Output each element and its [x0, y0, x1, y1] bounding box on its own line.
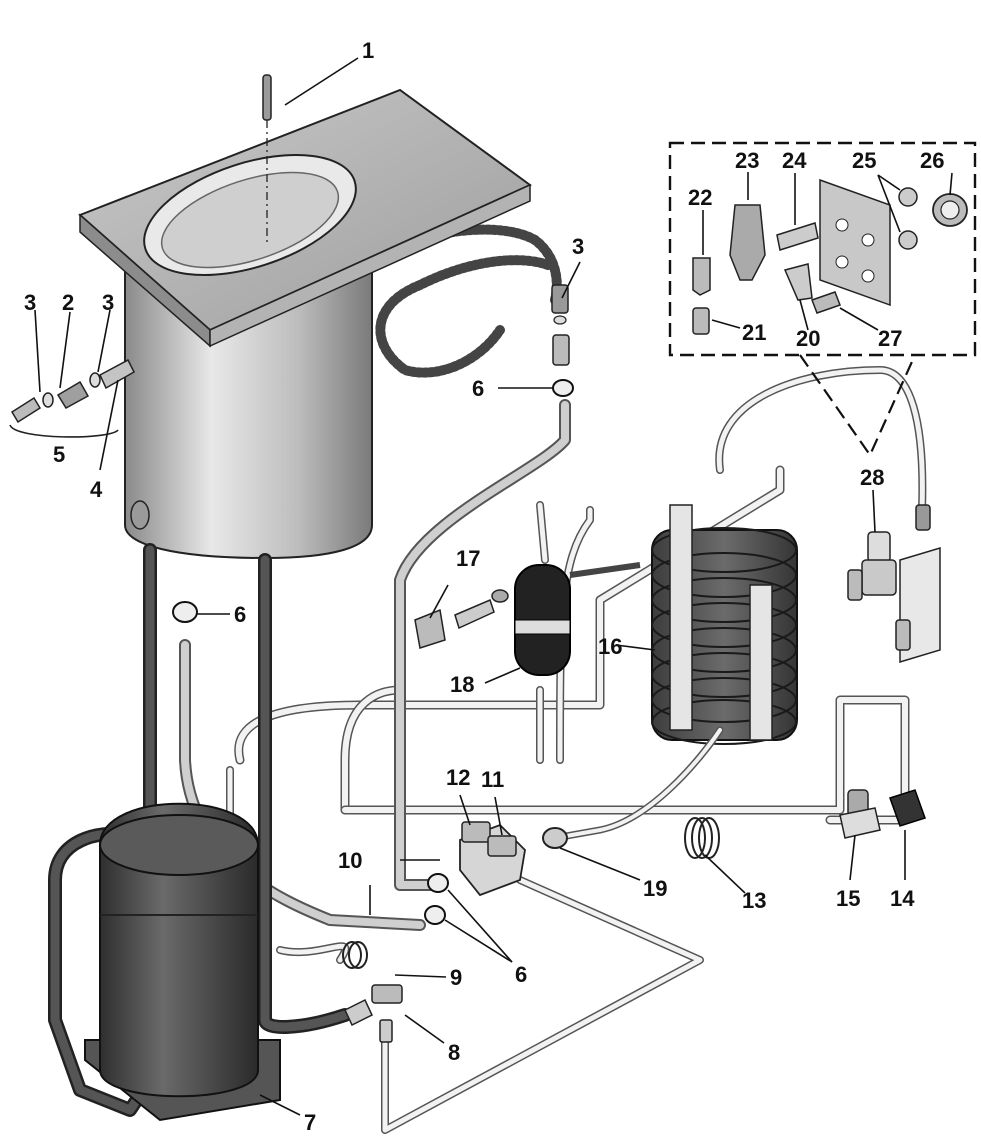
- filter-drier-18: [514, 562, 641, 676]
- callout-8: 8: [448, 1040, 460, 1065]
- kit-box: [668, 141, 977, 458]
- service-tee-8: [344, 984, 403, 1043]
- callout-22: 22: [688, 185, 712, 210]
- callouts: 1 3 2 3 5 4 3 6 6 17 18 16 28 12 11 10 1…: [24, 38, 944, 1135]
- callout-11: 11: [481, 767, 504, 792]
- callout-16: 16: [598, 634, 622, 659]
- callout-12: 12: [446, 765, 470, 790]
- capillary-coil-9: [342, 941, 368, 969]
- water-valve-11-12: [459, 821, 526, 897]
- capillary-coil-13: [542, 726, 724, 859]
- callout-27: 27: [878, 326, 902, 351]
- switch-15: [839, 789, 881, 839]
- callout-23: 23: [735, 148, 759, 173]
- callout-7: 7: [304, 1110, 316, 1135]
- ice-bin-tank: [78, 88, 532, 560]
- refrigerant-lines: [226, 366, 927, 1134]
- hose-clamps-6: [172, 379, 574, 925]
- callout-15: 15: [836, 886, 860, 911]
- compressor-7: [84, 802, 281, 1122]
- callout-9: 9: [450, 965, 462, 990]
- callout-3-mid: 3: [102, 290, 114, 315]
- callout-13: 13: [742, 888, 766, 913]
- leader-lines: [34, 57, 953, 1116]
- callout-21: 21: [742, 320, 766, 345]
- callout-10: 10: [338, 848, 362, 873]
- callout-2: 2: [62, 290, 74, 315]
- condenser-coil-16: [651, 504, 798, 745]
- drain-pin-1: [262, 74, 272, 245]
- callout-14: 14: [890, 886, 915, 911]
- callout-17: 17: [456, 546, 480, 571]
- callout-19: 19: [643, 876, 667, 901]
- callout-3-left: 3: [24, 290, 36, 315]
- callout-6-left: 6: [234, 602, 246, 627]
- callout-28: 28: [860, 465, 884, 490]
- callout-25: 25: [852, 148, 876, 173]
- callout-1: 1: [362, 38, 374, 63]
- hot-gas-valve-28: [847, 504, 941, 664]
- callout-6-top: 6: [472, 376, 484, 401]
- callout-24: 24: [782, 148, 807, 173]
- callout-20: 20: [796, 326, 820, 351]
- valve-core-17: [414, 589, 509, 649]
- callout-4: 4: [90, 477, 103, 502]
- inlet-fittings: [9, 358, 135, 438]
- hose-fittings-right: [551, 284, 570, 366]
- relay-14: [889, 789, 926, 827]
- callout-5: 5: [53, 442, 65, 467]
- callout-6-bottom: 6: [515, 962, 527, 987]
- callout-3-right: 3: [572, 234, 584, 259]
- callout-18: 18: [450, 672, 474, 697]
- callout-26: 26: [920, 148, 944, 173]
